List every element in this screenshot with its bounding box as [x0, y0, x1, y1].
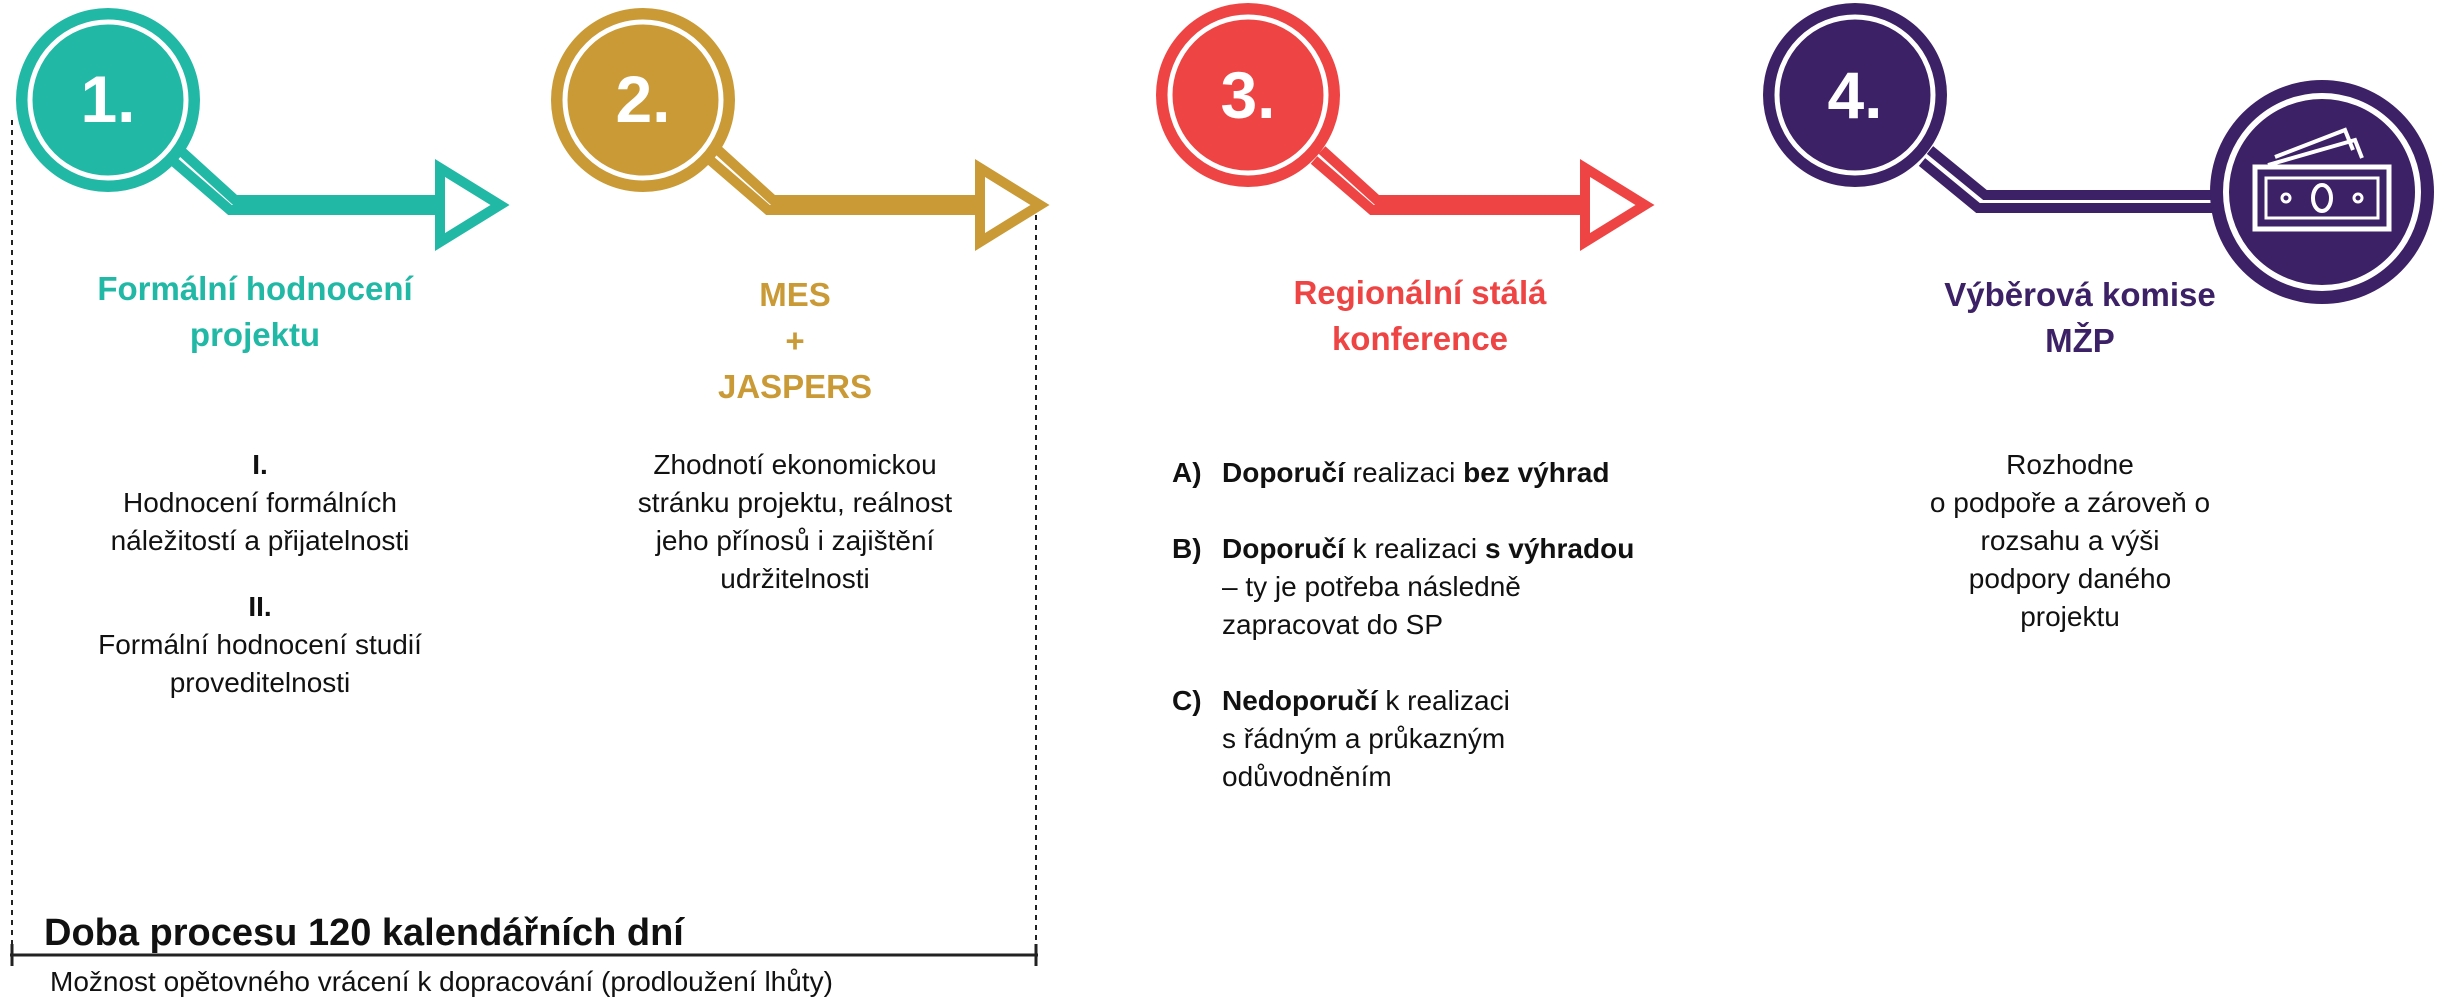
step3-title-line1: Regionální stálá — [1293, 274, 1547, 311]
step4-desc-line5: projektu — [2020, 601, 2120, 632]
step1-part2-line1: Formální hodnocení studií — [98, 629, 422, 660]
step4-desc-line4: podpory daného — [1968, 563, 2172, 594]
outcome-b-marker: B) — [1172, 533, 1202, 564]
outcome-b-line2: – ty je potřeba následně — [1222, 571, 1521, 602]
step3-number-circle: 3. — [1156, 3, 1340, 187]
outcome-b-bold2: s výhradou — [1484, 533, 1635, 564]
outcome-a-bold2: bez výhrad — [1463, 457, 1610, 488]
step1-part1-line2: náležitostí a přijatelnosti — [110, 525, 410, 556]
step1-description: I. Hodnocení formálních náležitostí a př… — [60, 446, 460, 702]
outcome-c-line2: s řádným a průkazným — [1222, 723, 1506, 754]
step1-number-circle: 1. — [16, 8, 200, 192]
step1-part2-heading: II. — [248, 591, 272, 622]
step4-title-line1: Výběrová komise — [1944, 276, 2216, 313]
step3-outcomes-list: A) Doporučí realizaci bez výhrad B) Dopo… — [1172, 454, 1712, 834]
step1-title-line1: Formální hodnocení — [97, 270, 413, 307]
step4-desc-line1: Rozhodne — [2006, 449, 2134, 480]
outcome-c-line3: odůvodněním — [1222, 761, 1392, 792]
step3-outcome-a: A) Doporučí realizaci bez výhrad — [1172, 454, 1712, 492]
outcome-c-text1: k realizaci — [1377, 685, 1510, 716]
step2-desc-line2: stránku projektu, reálnost — [637, 487, 953, 518]
step3-number: 3. — [1220, 58, 1275, 132]
step3-title: Regionální stálá konference — [1225, 270, 1615, 362]
step1-part1-heading: I. — [252, 449, 268, 480]
step2-description: Zhodnotí ekonomickou stránku projektu, r… — [605, 446, 985, 598]
step1-part1-line1: Hodnocení formálních — [123, 487, 397, 518]
step2-desc-line3: jeho přínosů i zajištění — [655, 525, 935, 556]
step3-outcome-b: B) Doporučí k realizaci s výhradou – ty … — [1172, 530, 1712, 644]
step2-title-line3: JASPERS — [717, 368, 873, 405]
step2-title-line2: + — [785, 322, 805, 359]
step4-number-circle: 4. — [1763, 3, 1947, 187]
process-duration-label: Doba procesu 120 kalendářních dní — [44, 912, 684, 954]
outcome-c-bold1: Nedoporučí — [1222, 685, 1378, 716]
step1-arrow-icon — [168, 146, 510, 251]
step4-desc-line2: o podpoře a zároveň o — [1929, 487, 2211, 518]
step4-title-line2: MŽP — [2045, 322, 2115, 359]
step3-outcome-c: C) Nedoporučí k realizaci s řádným a prů… — [1172, 682, 1712, 796]
outcome-b-text1: k realizaci — [1344, 533, 1485, 564]
step4-desc-line3: rozsahu a výši — [1980, 525, 2160, 556]
step4-connector — [1918, 146, 2220, 213]
step2-desc-line1: Zhodnotí ekonomickou — [653, 449, 937, 480]
outcome-a-bold1: Doporučí — [1222, 457, 1345, 488]
step2-number: 2. — [615, 62, 670, 136]
outcome-b-bold1: Doporučí — [1222, 533, 1345, 564]
money-icon — [2210, 80, 2434, 304]
step2-arrow-icon — [706, 146, 1050, 251]
step4-number: 4. — [1827, 58, 1882, 132]
step3-title-line2: konference — [1331, 320, 1509, 357]
outcome-c-marker: C) — [1172, 685, 1202, 716]
step1-title: Formální hodnocení projektu — [60, 266, 450, 358]
step2-number-circle: 2. — [551, 8, 735, 192]
process-note: Možnost opětovného vrácení k dopracování… — [50, 966, 833, 997]
step3-arrow-icon — [1310, 146, 1655, 251]
step4-description: Rozhodne o podpoře a zároveň o rozsahu a… — [1885, 446, 2255, 636]
step2-title: MES + JASPERS — [640, 272, 950, 410]
step1-part2-line2: proveditelnosti — [169, 667, 351, 698]
step2-title-line1: MES — [759, 276, 831, 313]
step1-number: 1. — [80, 62, 135, 136]
step2-desc-line4: udržitelnosti — [720, 563, 870, 594]
step1-title-line2: projektu — [189, 316, 321, 353]
outcome-a-text1: realizaci — [1344, 457, 1464, 488]
outcome-b-line3: zapracovat do SP — [1222, 609, 1444, 640]
outcome-a-marker: A) — [1172, 457, 1202, 488]
step4-title: Výběrová komise MŽP — [1890, 272, 2270, 364]
